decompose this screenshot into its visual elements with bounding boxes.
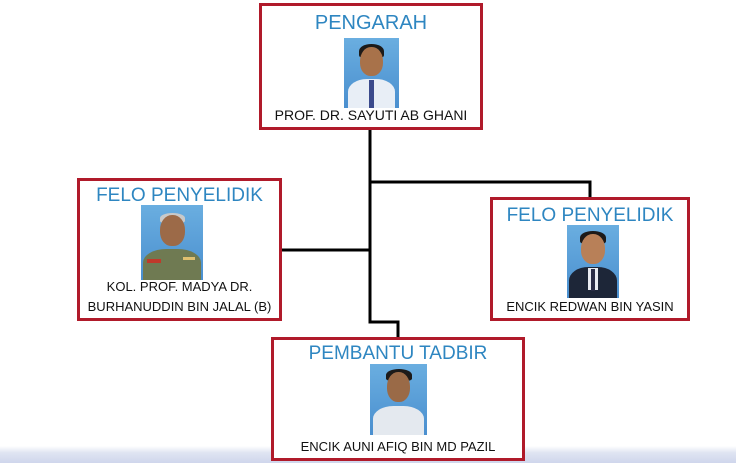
node-name-line1: KOL. PROF. MADYA DR. [106,279,253,294]
org-node-felo-penyelidik-left: FELO PENYELIDIK KOL. PROF. MADYA DR. BUR… [77,178,282,321]
node-name: ENCIK AUNI AFIQ BIN MD PAZIL [300,439,496,454]
person-photo [344,38,399,108]
person-photo [141,205,203,280]
node-title: PENGARAH [314,12,428,34]
node-name-line2: BURHANUDDIN BIN JALAL (B) [87,299,272,314]
person-photo [370,364,427,435]
node-title: FELO PENYELIDIK [506,205,674,226]
node-title: FELO PENYELIDIK [96,185,263,206]
org-node-felo-penyelidik-right: FELO PENYELIDIK ENCIK REDWAN BIN YASIN [490,197,690,321]
node-name: PROF. DR. SAYUTI AB GHANI [274,107,468,123]
org-node-pengarah: PENGARAH PROF. DR. SAYUTI AB GHANI [259,3,483,130]
person-photo [567,225,619,298]
node-title: PEMBANTU TADBIR [308,343,488,364]
org-node-pembantu-tadbir: PEMBANTU TADBIR ENCIK AUNI AFIQ BIN MD P… [271,337,525,461]
node-name: ENCIK REDWAN BIN YASIN [506,299,674,314]
